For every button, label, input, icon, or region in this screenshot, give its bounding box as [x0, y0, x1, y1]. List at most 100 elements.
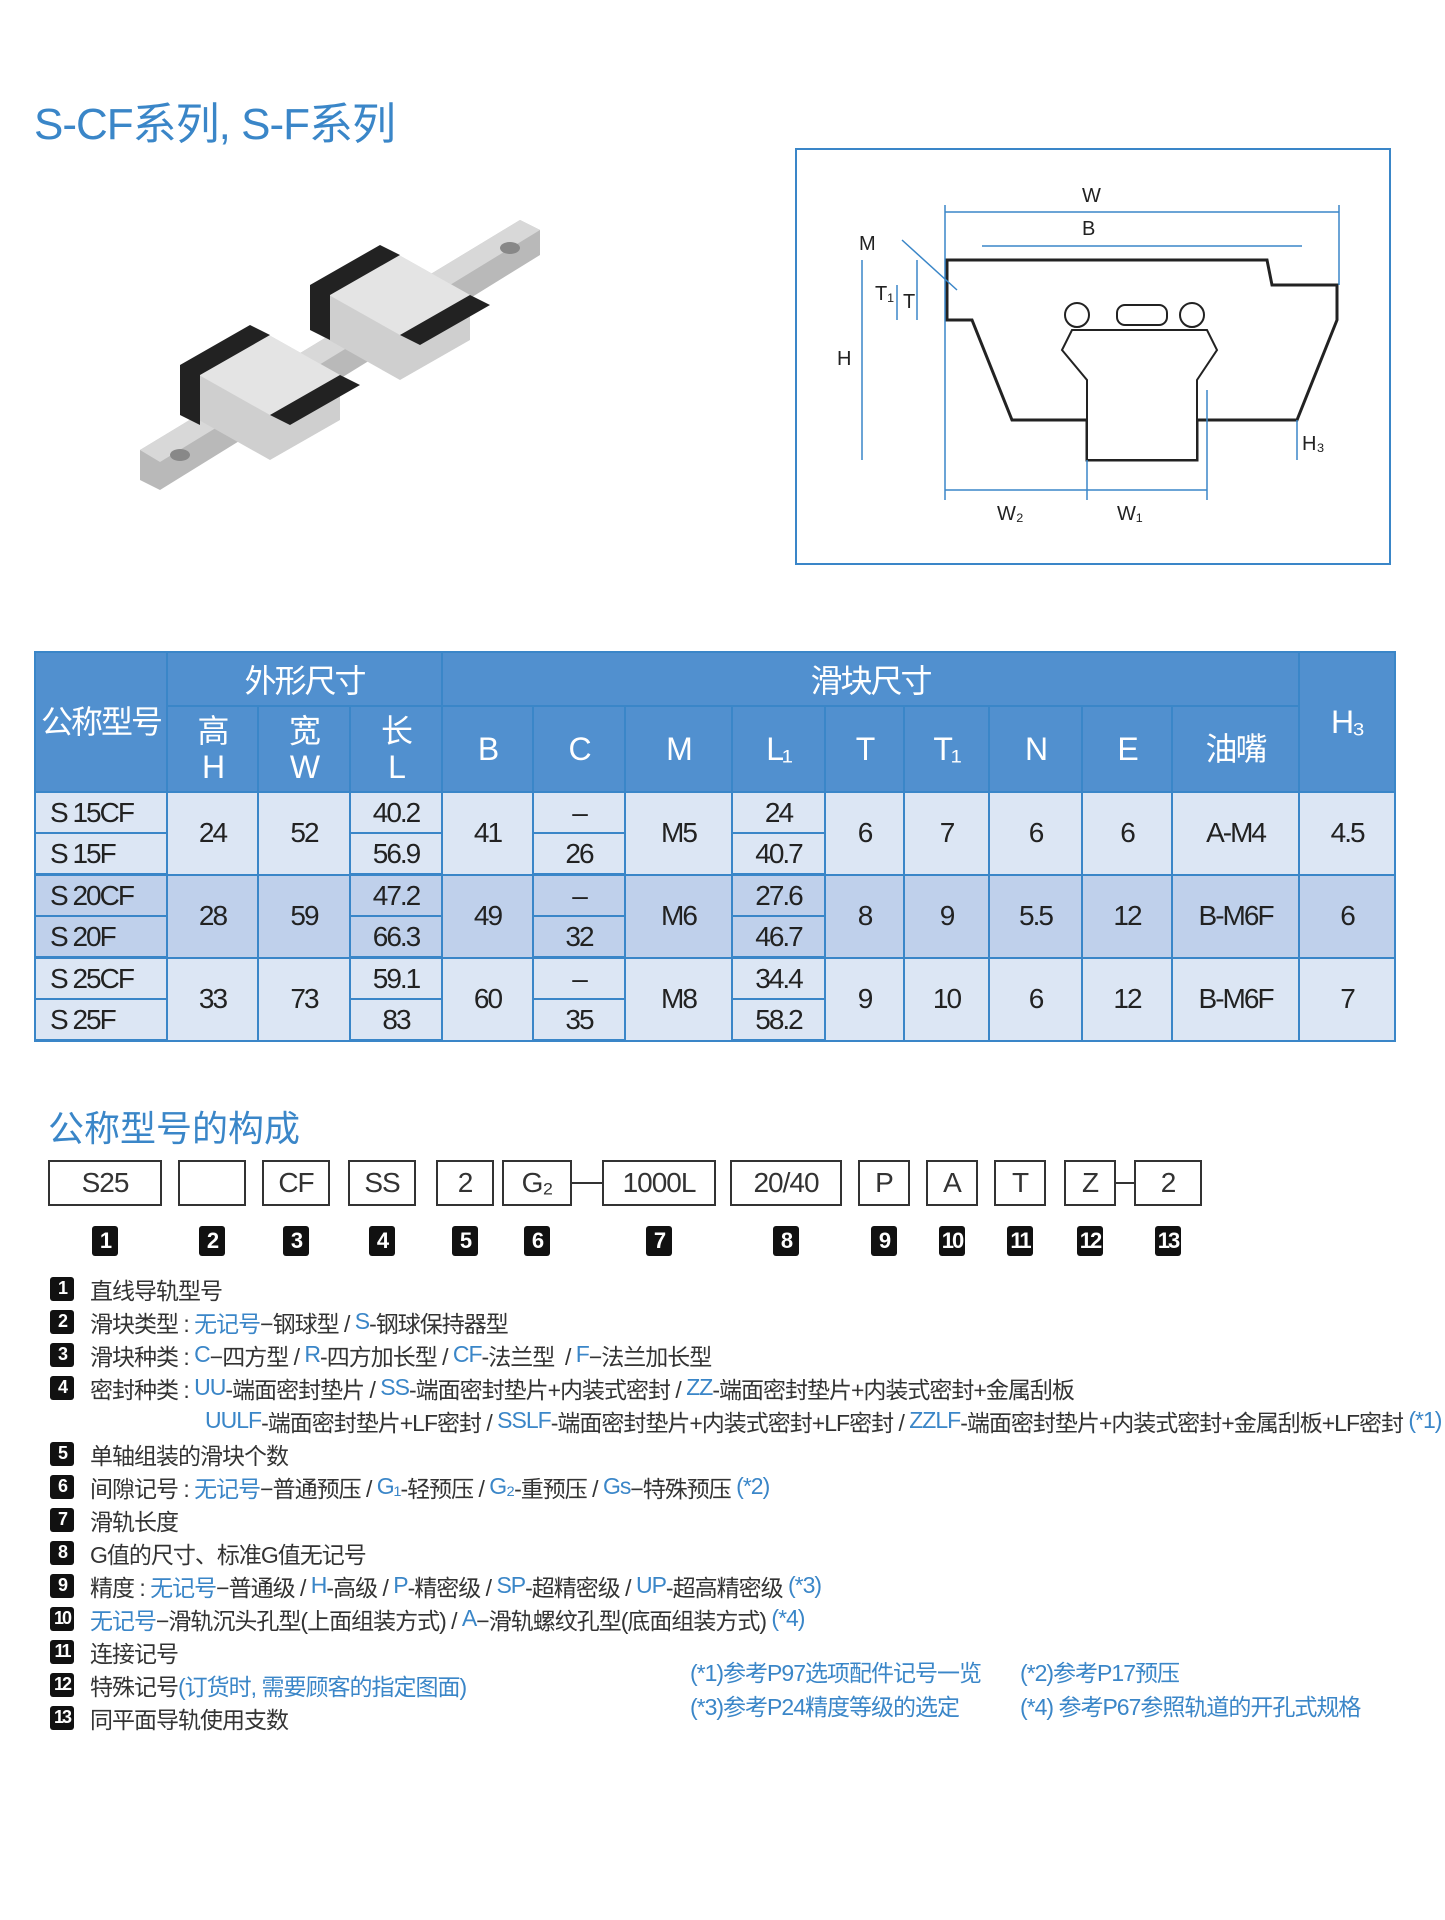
T1-cell: 7	[903, 791, 990, 876]
code-box-7: 1000L	[602, 1160, 716, 1206]
code-box-1: S25	[48, 1160, 162, 1206]
L1-cell: 27.6	[731, 873, 826, 917]
code-number-badge: 11	[1007, 1226, 1033, 1256]
W-cell: 73	[257, 956, 351, 1042]
E-cell: 6	[1081, 791, 1173, 876]
code-number-badge: 2	[199, 1226, 225, 1256]
legend-code: G₂	[489, 1473, 515, 1499]
code-box-12: Z	[1064, 1160, 1116, 1206]
col-nipple: 油嘴	[1170, 705, 1301, 793]
L-cell: 66.3	[349, 915, 443, 959]
nipple-cell: B-M6F	[1170, 873, 1301, 959]
legend-code: SS	[380, 1374, 410, 1400]
T-cell: 6	[824, 791, 905, 876]
L1-cell: 58.2	[731, 998, 826, 1042]
C-cell: –	[532, 956, 626, 1000]
legend-text: -超高精密级	[665, 1574, 788, 1601]
legend-code: Gs	[602, 1473, 631, 1499]
code-box-8: 20/40	[730, 1160, 842, 1206]
W-cell: 52	[257, 791, 351, 876]
col-H3: H₃	[1298, 651, 1397, 793]
legend-text: 精度 :	[90, 1574, 151, 1601]
code-box-3: CF	[262, 1160, 330, 1206]
T-cell: 9	[824, 956, 905, 1042]
legend-text: 间隙记号 :	[90, 1475, 195, 1502]
code-box-9: P	[858, 1160, 910, 1206]
legend-code: CF	[452, 1341, 483, 1367]
L-cell: 47.2	[349, 873, 443, 917]
code-number-badge: 1	[92, 1226, 118, 1256]
L1-cell: 24	[731, 791, 826, 834]
legend-text: −四方型 /	[209, 1343, 305, 1370]
T-cell: 8	[824, 873, 905, 959]
legend-number-badge: 8	[50, 1540, 74, 1565]
code-number-badge: 12	[1077, 1226, 1103, 1256]
code-separator	[572, 1182, 602, 1184]
L-cell: 83	[349, 998, 443, 1042]
legend-code: 无记号	[150, 1574, 217, 1601]
legend-code: R	[304, 1341, 321, 1367]
legend-code: S	[354, 1308, 370, 1334]
L-cell: 59.1	[349, 956, 443, 1000]
C-cell: 26	[532, 832, 626, 876]
B-cell: 41	[441, 791, 534, 876]
legend-number-badge: 5	[50, 1441, 74, 1466]
footnote: (*4) 参考P67参照轨道的开孔式规格	[1020, 1694, 1361, 1720]
dim-W1-label: W₁	[1117, 503, 1143, 525]
legend-code: (*2)	[736, 1473, 770, 1499]
col-H: 高 H	[166, 705, 259, 793]
code-number-badge: 3	[283, 1226, 309, 1256]
legend-code: G₁	[376, 1473, 402, 1499]
legend-number-badge: 10	[50, 1606, 74, 1631]
col-W: 宽 W	[257, 705, 351, 793]
col-model: 公称型号	[34, 651, 168, 793]
L1-cell: 40.7	[731, 832, 826, 876]
T1-cell: 9	[903, 873, 990, 959]
code-box-2	[178, 1160, 246, 1206]
M-cell: M6	[624, 873, 733, 959]
legend-code: ZZLF	[909, 1407, 961, 1433]
legend-code: UU	[194, 1374, 226, 1400]
code-separator	[1116, 1182, 1134, 1184]
legend-number-badge: 1	[50, 1276, 74, 1301]
legend-code: H	[310, 1572, 328, 1598]
L1-cell: 34.4	[731, 956, 826, 1000]
legend-code: (*4)	[771, 1605, 805, 1631]
model-cell: S 15F	[34, 832, 168, 876]
code-box-11: T	[994, 1160, 1046, 1206]
col-N: N	[988, 705, 1083, 793]
nipple-cell: A-M4	[1170, 791, 1301, 876]
cross-section-diagram: W B M T₁ T H H₃ W₂ W₁	[795, 148, 1391, 565]
slider-block	[180, 325, 360, 460]
col-B: B	[441, 705, 534, 793]
legend-text: −滑轨螺纹孔型(底面组装方式)	[476, 1607, 772, 1634]
L-cell: 56.9	[349, 832, 443, 876]
legend-text: 直线导轨型号	[90, 1277, 223, 1304]
legend-number-badge: 9	[50, 1573, 74, 1598]
code-box-5: 2	[436, 1160, 494, 1206]
legend-text: 同平面导轨使用支数	[90, 1706, 289, 1733]
legend-text: -钢球保持器型	[369, 1310, 509, 1337]
legend-code: SSLF	[497, 1407, 552, 1433]
model-cell: S 15CF	[34, 791, 168, 834]
legend-text: -端面密封垫片 /	[225, 1376, 381, 1403]
footnote: (*3)参考P24精度等级的选定	[690, 1694, 960, 1720]
B-cell: 60	[441, 956, 534, 1042]
N-cell: 6	[988, 956, 1083, 1042]
legend-code: A	[461, 1605, 477, 1631]
code-number-badge: 4	[369, 1226, 395, 1256]
E-cell: 12	[1081, 956, 1173, 1042]
page-title: S-CF系列, S-F系列	[34, 100, 396, 149]
legend-number-badge: 7	[50, 1507, 74, 1532]
legend-text: −普通级 /	[216, 1574, 311, 1601]
legend-code: (订货时, 需要顾客的指定图面)	[178, 1673, 467, 1700]
